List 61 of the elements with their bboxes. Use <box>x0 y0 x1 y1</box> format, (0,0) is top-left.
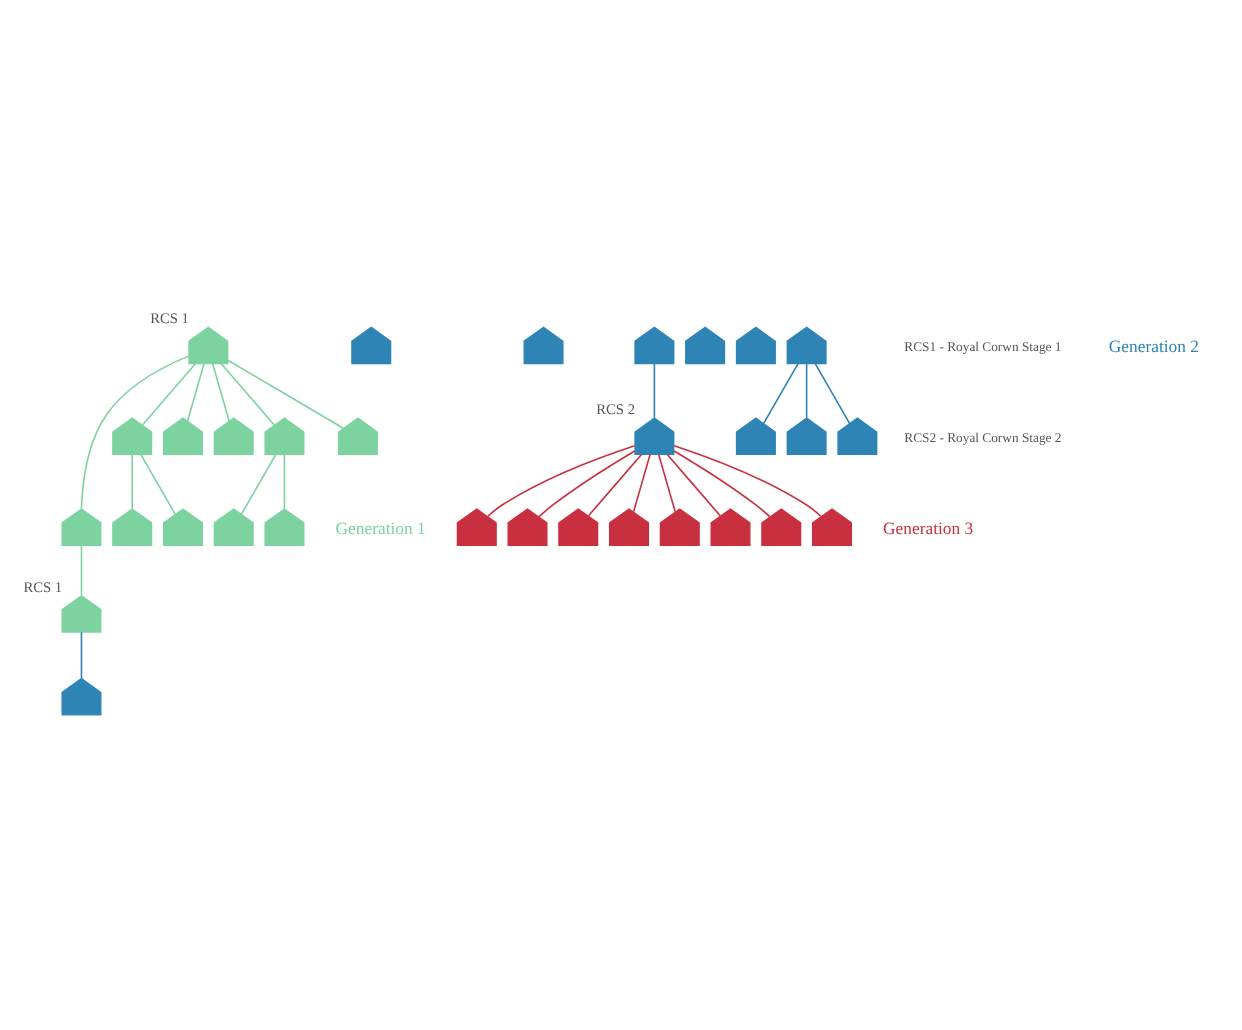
connector <box>211 362 230 422</box>
node-person <box>213 508 254 546</box>
label: Generation 2 <box>1108 335 1199 356</box>
connector <box>632 453 651 513</box>
node-person <box>162 508 203 546</box>
connector <box>538 450 636 518</box>
node-person <box>735 417 776 456</box>
node-person <box>264 417 305 456</box>
connector <box>131 453 133 510</box>
node-person <box>761 508 802 546</box>
node-person <box>61 594 102 633</box>
node-person <box>112 417 153 456</box>
connector <box>587 453 643 517</box>
connector <box>673 444 822 517</box>
node-person <box>351 326 392 365</box>
connector <box>805 362 808 419</box>
node-person <box>337 417 378 456</box>
node-person <box>735 326 776 365</box>
connector <box>487 444 636 517</box>
connector <box>140 453 176 515</box>
node-person <box>523 326 564 365</box>
node-label: RCS 1 <box>23 577 63 596</box>
node-person <box>61 677 102 716</box>
connector <box>666 453 721 517</box>
node-person <box>558 508 599 546</box>
node-person <box>786 417 827 456</box>
connector <box>80 631 83 680</box>
node-person <box>162 417 203 456</box>
node-person <box>786 326 827 365</box>
node-person <box>456 508 497 546</box>
node-person <box>507 508 548 546</box>
node-person <box>837 417 878 456</box>
node-person <box>634 417 675 456</box>
connector <box>227 359 345 430</box>
node-label: RCS 1 <box>150 309 189 328</box>
node-label: RCS 2 <box>596 399 636 418</box>
node-person <box>634 326 675 365</box>
node-person <box>685 326 726 365</box>
connector <box>141 362 197 426</box>
node-person <box>710 508 751 546</box>
node-person <box>264 508 305 546</box>
connector <box>186 362 205 422</box>
connector <box>220 362 275 426</box>
connector <box>80 544 83 597</box>
connector <box>653 362 656 419</box>
label: Generation 3 <box>883 517 974 538</box>
connector <box>814 362 851 425</box>
node-person <box>188 326 229 365</box>
connector <box>80 355 190 510</box>
connector <box>240 453 277 515</box>
node-person <box>112 508 153 546</box>
node-person <box>659 508 700 546</box>
node-person <box>213 417 254 456</box>
node-person <box>811 508 853 546</box>
label: Generation 1 <box>335 517 426 538</box>
node-person <box>608 508 650 546</box>
connector <box>657 453 676 513</box>
connector <box>283 453 286 510</box>
node-person <box>61 508 102 546</box>
connector <box>673 450 771 518</box>
connector <box>762 362 799 425</box>
